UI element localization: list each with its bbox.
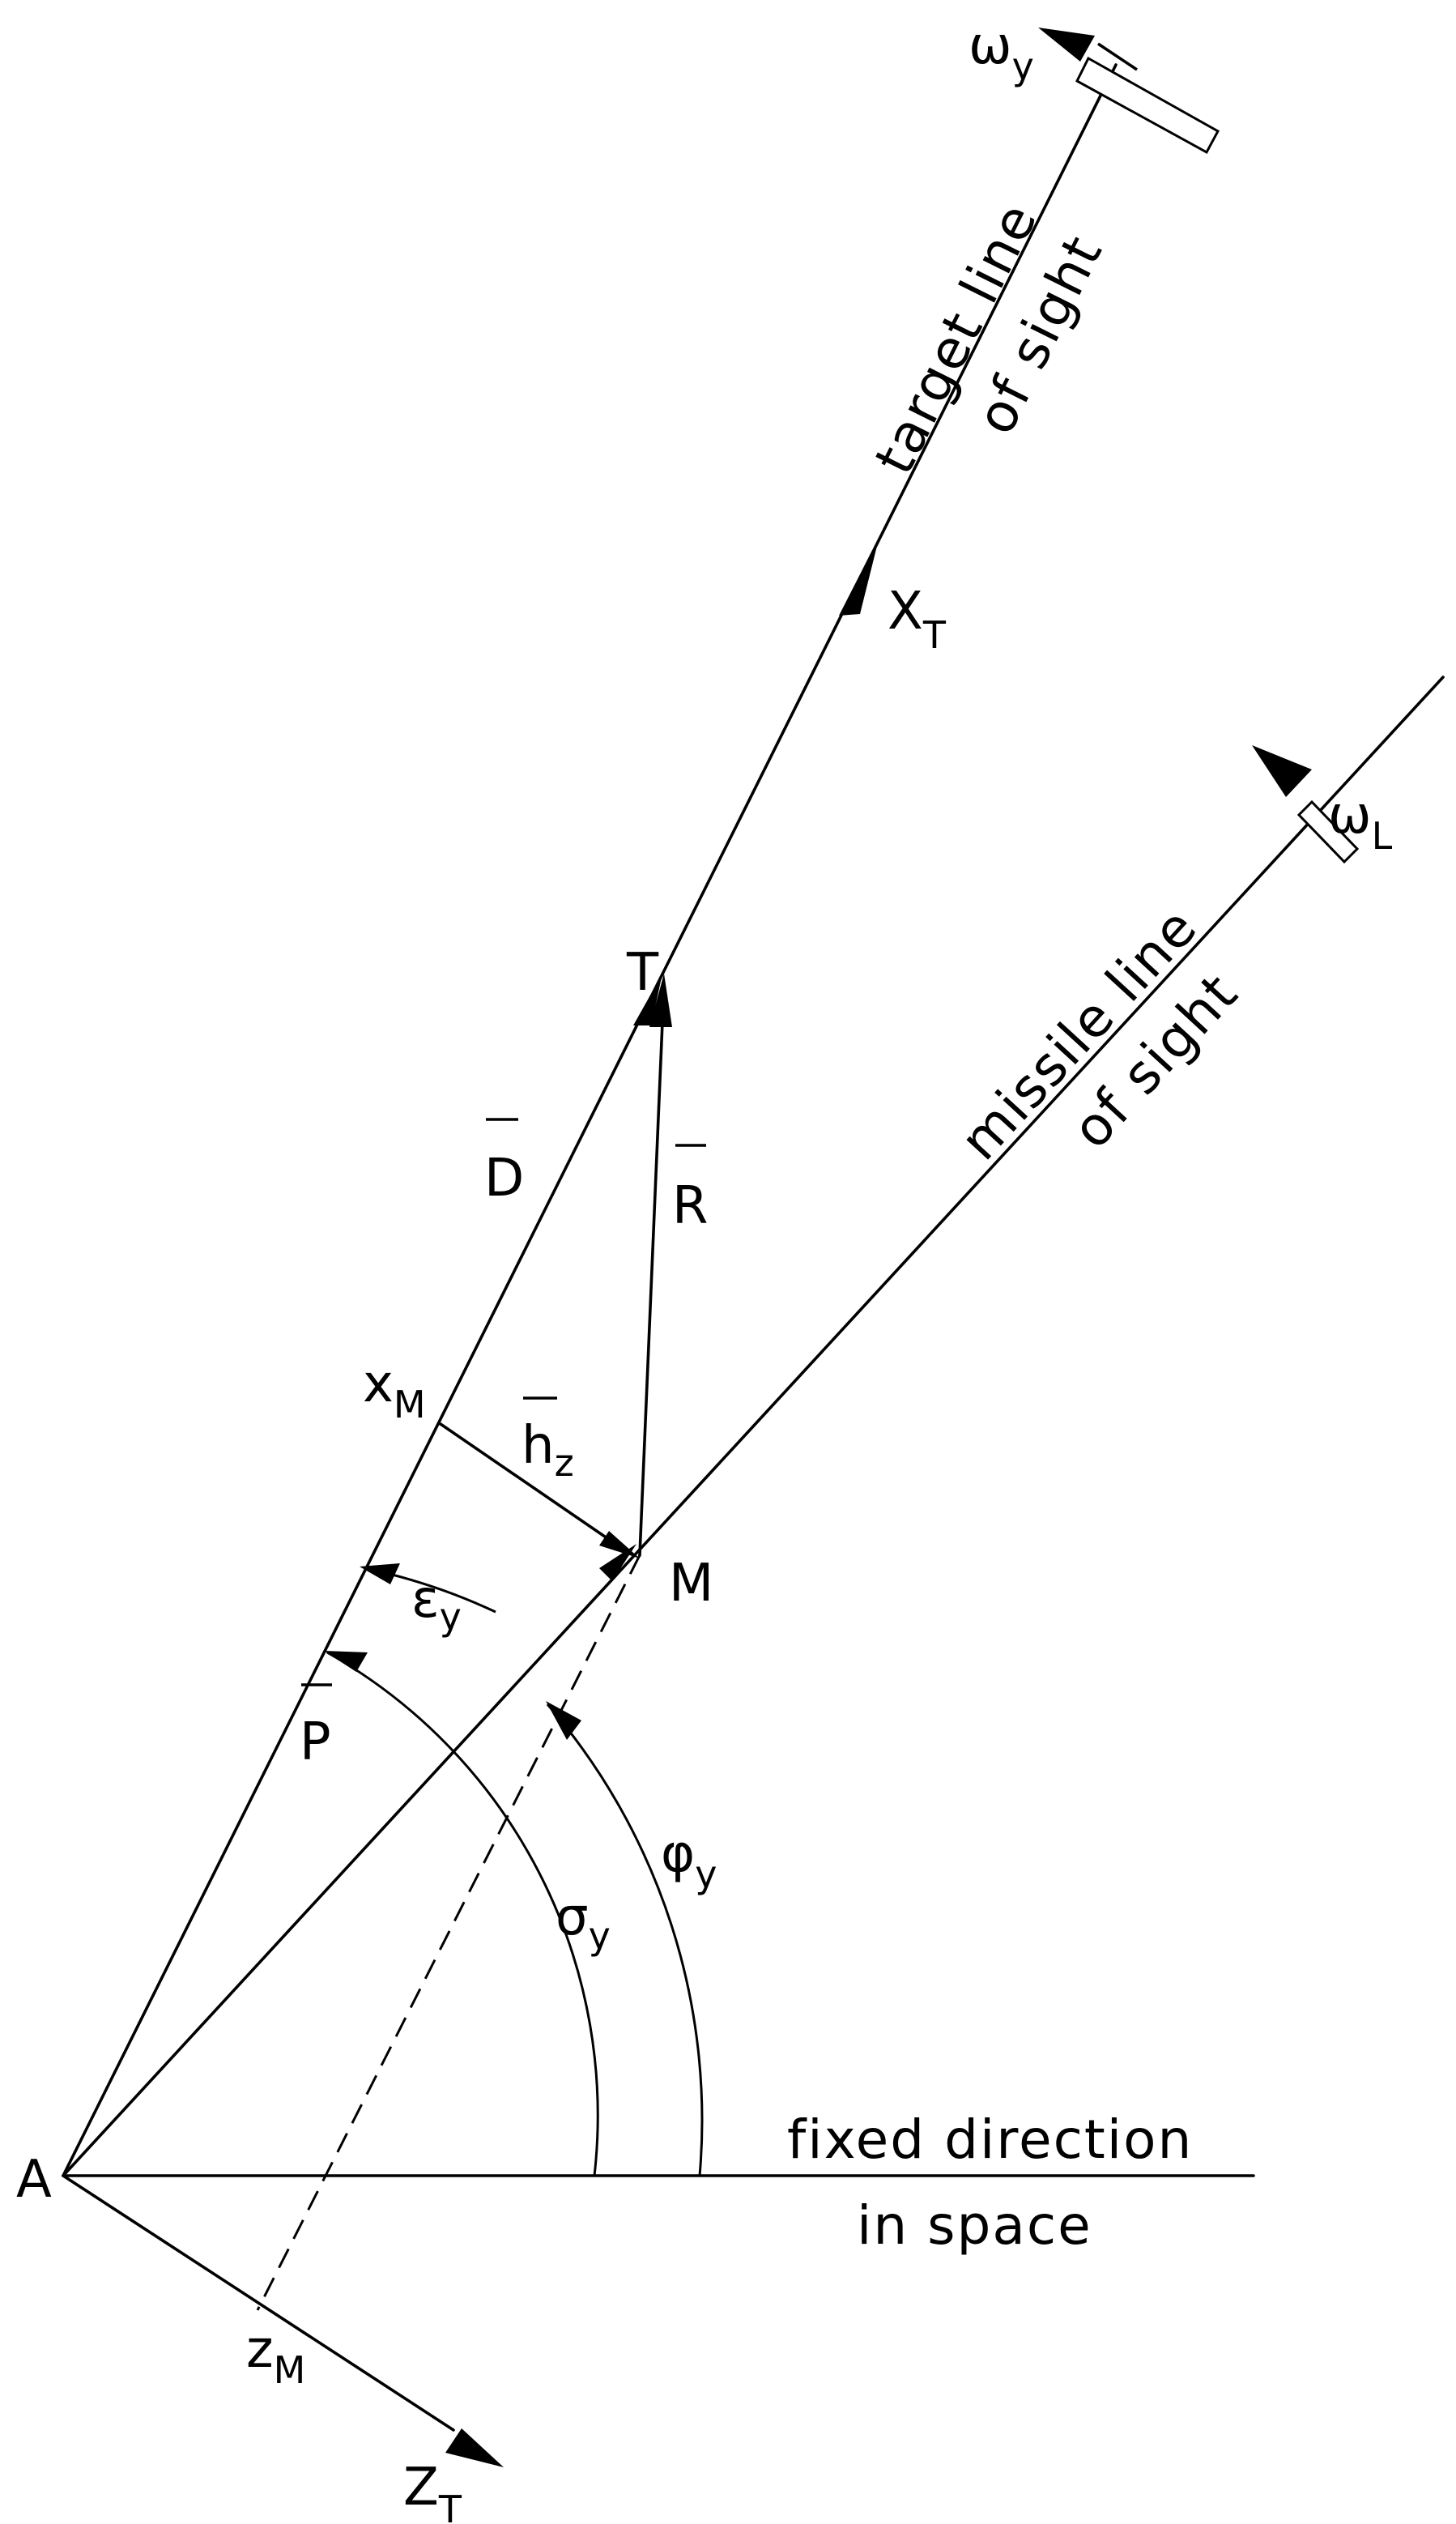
omega-l-arrowhead [1252,745,1312,797]
vector-r-line [638,1021,664,1557]
omega-l-marker [1296,799,1360,864]
angle-phi-sub: y [695,1852,717,1896]
zt-axis-line [62,2174,455,2432]
omega-l-sub: L [1372,814,1393,858]
omega-y-sub: y [1012,45,1034,88]
projection-dashed-line [256,1554,641,2311]
xt-axis-label: XT [888,582,947,657]
xt-axis-arrowhead [839,536,879,616]
omega-y-arrowhead [1038,28,1095,62]
xm-axis-sub: M [394,1383,426,1426]
vector-r-arrowhead [649,974,672,1027]
zt-axis-label: ZT [403,2458,462,2524]
zm-axis-base: z [246,2320,274,2380]
vector-hz-sub: z [555,1441,574,1485]
vector-hz-arrowhead [599,1531,640,1558]
omega-y-marker [1075,56,1220,155]
angle-phi-arc [546,1703,704,2177]
vector-hz-line [439,1422,617,1546]
xm-axis-base: x [363,1354,394,1414]
zm-axis-sub: M [274,2348,306,2392]
vector-hz-label: hz [522,1416,574,1485]
vector-d-arrowhead [633,974,662,1025]
target-line-of-sight [62,63,1118,2177]
point-t-label: T [626,943,659,1003]
vector-p-label: P [300,1712,331,1772]
vector-d-label: D [484,1149,524,1209]
fixed-direction-text: fixed direction [787,2108,1193,2171]
zm-axis-label: zM [246,2320,305,2392]
angle-sigma-arc [326,1651,599,2177]
angle-sigma-sub: y [589,1914,611,1958]
point-m-label: M [669,1554,713,1614]
zt-axis-sub: T [438,2488,462,2524]
angle-epsilon-label: εy [411,1570,462,1639]
omega-y-base: ω [969,16,1012,76]
target-line-caption: target line of sight [862,193,1114,484]
angle-sigma-arrowhead [324,1651,368,1672]
omega-y-label: ωy [969,16,1034,88]
vector-r-label: R [672,1176,708,1236]
angle-epsilon-sub: y [440,1595,462,1639]
angle-phi-label: φy [661,1824,717,1896]
in-space-text: in space [857,2194,1092,2257]
angle-epsilon-arrowhead [360,1563,400,1584]
zt-axis-arrowhead [445,2428,504,2467]
xm-axis-label: xM [363,1354,426,1426]
angle-phi-base: φ [661,1824,695,1884]
omega-l-label: ωL [1328,786,1393,858]
xt-axis-sub: T [922,613,947,657]
point-a-label: A [16,2150,52,2210]
omega-y-crossbar [1097,42,1138,71]
angle-sigma-label: σy [556,1887,611,1958]
omega-l-base: ω [1328,786,1372,846]
xt-axis-base: X [888,582,923,642]
vector-hz-base: h [522,1416,555,1476]
zt-axis-base: Z [403,2458,439,2518]
angle-epsilon-base: ε [411,1570,440,1630]
angle-phi-arrowhead [546,1701,581,1740]
missile-line-of-sight [62,676,1445,2177]
missile-line-caption: missile line of sight [948,896,1250,1172]
angle-sigma-base: σ [556,1887,589,1947]
